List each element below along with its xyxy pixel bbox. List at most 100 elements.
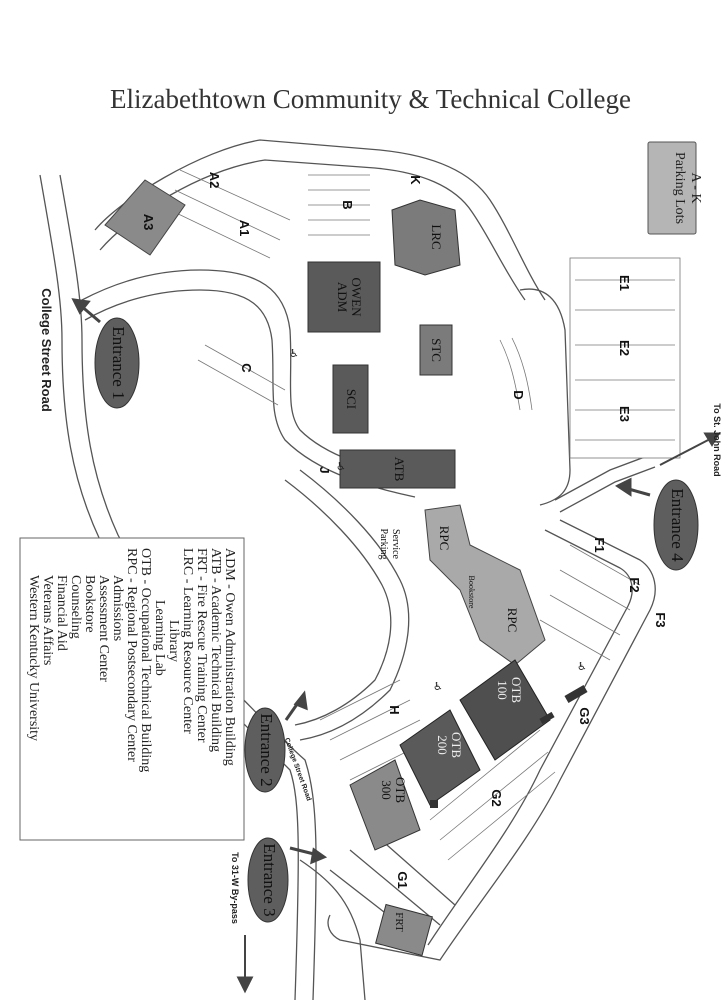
- stc-label: STC: [429, 338, 444, 362]
- lot-b-label: B: [340, 200, 355, 209]
- lot-f-rows: [539, 544, 641, 661]
- north-loop-road: [94, 139, 546, 301]
- stc-building: [419, 324, 453, 376]
- legend-line-8: RPC - Regional Postsecondary Center: [124, 548, 139, 762]
- otb-100-label-line1: OTB: [509, 677, 524, 703]
- arrow-icon-head: [703, 432, 721, 447]
- wheelchair-icon: ♿: [289, 348, 299, 360]
- legend-line-7: OTB - Occupational Technical Building: [138, 548, 153, 772]
- rpc-label-2: RPC: [505, 608, 520, 633]
- arrow-icon-head: [236, 976, 254, 994]
- lot-h-label: H: [387, 705, 402, 714]
- legend-line-3: FRT - Fire Rescue Training Center: [194, 548, 209, 743]
- south-lot-outline: [327, 519, 656, 961]
- to-bypass-label: To 31-W By-pass: [230, 852, 240, 924]
- parking-box-line1: Parking Lots: [672, 152, 687, 224]
- atb-label: ATB: [392, 457, 407, 482]
- legend-line-4: LRC - Learning Resource Center: [180, 548, 195, 734]
- service-parking-line1: Service: [390, 529, 401, 560]
- lot-f3-label: F3: [653, 612, 668, 627]
- rpc-label-1: RPC: [437, 526, 452, 551]
- lot-e1-label: E1: [617, 275, 632, 291]
- lot-g3-label: G3: [577, 707, 592, 724]
- lot-a-rows: [169, 169, 291, 259]
- entrance-4-label: Entrance 4: [668, 488, 687, 562]
- otb-300-building: [349, 759, 421, 851]
- lot-c-label: C: [239, 363, 254, 373]
- lot-e3-label: E3: [617, 406, 632, 422]
- parking-stripes: [169, 169, 681, 861]
- buildings: [104, 179, 588, 957]
- legend-line-10: Assessment Center: [96, 575, 111, 682]
- lot-f2-label: F2: [627, 577, 642, 592]
- center-road: [299, 469, 410, 741]
- lot-k-label: K: [408, 175, 423, 185]
- lot-g1-label: G1: [395, 871, 410, 888]
- otb-200-label-line2: 200: [435, 735, 450, 755]
- otb-300-label-line1: OTB: [393, 777, 408, 803]
- parking-lots-box: [647, 141, 697, 235]
- otb-200-building: [399, 709, 481, 806]
- bookstore-label: Bookstore: [467, 576, 476, 609]
- otb-200-label-line1: OTB: [449, 732, 464, 758]
- legend-line-14: Veterans Affairs: [40, 575, 55, 665]
- college-street-road-label: College Street Road: [39, 288, 54, 412]
- east-road: [519, 288, 571, 506]
- lot-f1-label: F1: [592, 537, 607, 552]
- owen-adm-building: [307, 261, 381, 333]
- legend-line-15: Western Kentucky University: [26, 575, 41, 741]
- arrow-icon-head: [310, 847, 328, 865]
- lot-j-label: J: [317, 466, 332, 473]
- lot-d-rows: [499, 337, 533, 411]
- otb-300-label-line2: 300: [379, 780, 394, 800]
- g3-structure: [564, 685, 588, 703]
- arrow-icon: [659, 437, 713, 466]
- lot-d-label: D: [511, 390, 526, 399]
- frt-building: [375, 903, 433, 957]
- legend-line-2: ATB - Academic Technical Building: [208, 548, 223, 752]
- st-john-road-line-2: [559, 466, 656, 513]
- wheelchair-icon: ♿: [577, 661, 587, 673]
- otb-100-label-line2: 100: [495, 680, 510, 700]
- lot-a2-label: A2: [207, 172, 222, 189]
- lrc-label: LRC: [429, 224, 444, 249]
- lot-h-rows: [319, 679, 431, 781]
- entrance-3-label: Entrance 3: [260, 843, 279, 916]
- legend-box: [19, 537, 245, 841]
- page-title: Elizabethtown Community & Technical Coll…: [110, 84, 632, 114]
- lrc-building: [391, 199, 461, 276]
- entrance-3-oval: [247, 837, 289, 923]
- lot-c-rows: [197, 344, 286, 406]
- lot-a3-label: A3: [141, 214, 156, 231]
- otb-100-building: [459, 659, 551, 761]
- g2-structure: [430, 800, 438, 808]
- entrance-4-oval: [653, 479, 699, 571]
- rpc-building: [424, 504, 546, 666]
- legend-line-9: Admissions: [110, 575, 125, 641]
- west-campus-road-inner: [84, 289, 416, 498]
- legend-line-5: Library: [166, 620, 181, 662]
- lot-g2-rows: [429, 729, 556, 861]
- service-parking-line2: Parking: [378, 528, 389, 559]
- accessible-parking-icons: ♿ ♿ ♿ ♿: [289, 348, 587, 693]
- to-st-john-road-label: To St. John Road: [712, 403, 722, 476]
- wheelchair-icon: ♿: [433, 681, 443, 693]
- legend-line-6: Learning Lab: [152, 600, 167, 676]
- owen-label-line1: OWEN: [349, 278, 364, 318]
- sci-label: SCI: [344, 389, 359, 409]
- lot-e-rows: [575, 279, 675, 441]
- arrow-icon-head: [71, 298, 91, 315]
- parking-box-line2: A - K: [688, 172, 703, 203]
- st-john-road-line: [554, 454, 651, 501]
- direction-arrows: [71, 298, 721, 994]
- arrow-icon-head: [615, 477, 632, 497]
- lot-g2-label: G2: [489, 789, 504, 806]
- legend-line-11: Bookstore: [82, 575, 97, 633]
- arrow-icon-head: [293, 690, 308, 711]
- bypass-road: [299, 859, 366, 1001]
- sci-building: [332, 364, 369, 434]
- g3-structure-2: [539, 711, 555, 725]
- lot-e2-label: E2: [617, 340, 632, 356]
- lot-e-area: [569, 257, 681, 459]
